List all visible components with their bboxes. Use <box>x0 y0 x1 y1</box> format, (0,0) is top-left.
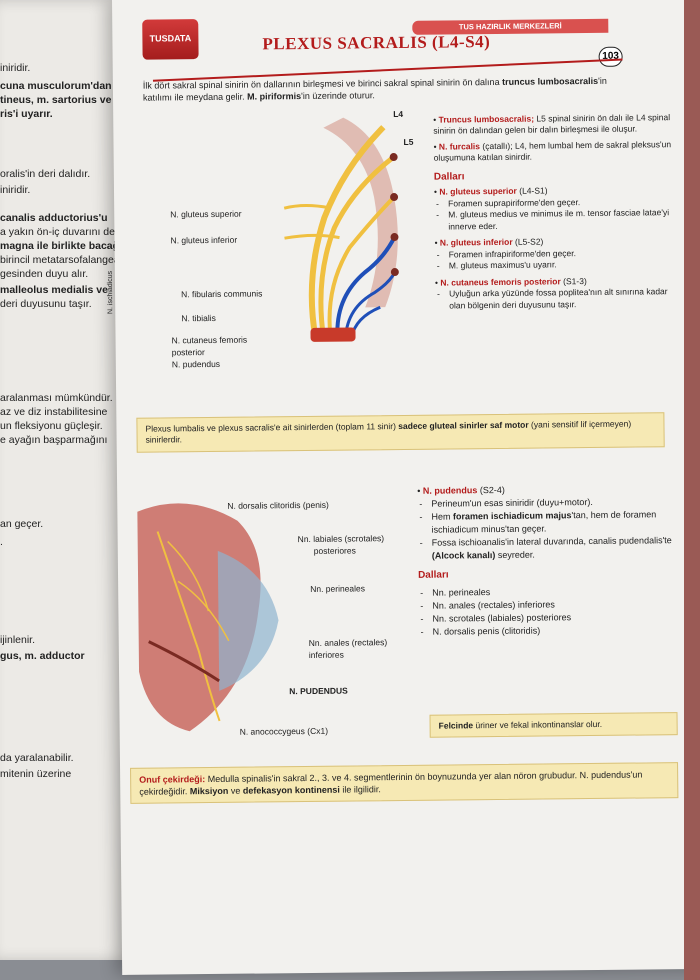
left-page-fragment: iniridir. <box>0 62 31 74</box>
left-page-fragment: deri duyusunu taşır. <box>0 298 92 310</box>
left-page-fragment: az ve diz instabilitesine <box>0 406 108 418</box>
page-title: PLEXUS SACRALIS (L4-S4) <box>262 32 491 54</box>
figure2-label: Nn. perineales <box>310 583 366 594</box>
publisher-logo: TUSDATA <box>142 19 199 60</box>
intro-paragraph: İlk dört sakral spinal sinirin ön dallar… <box>142 75 607 103</box>
figure2-label: posteriores <box>313 545 356 556</box>
branch-range: (L4-S1) <box>519 185 548 197</box>
branch-entry: • N. gluteus superior (L4-S1)Foramen sup… <box>434 185 674 233</box>
left-page-fragment: aralanması mümkündür. <box>0 392 113 404</box>
figure2-label: N. PUDENDUS <box>289 685 348 697</box>
branches-list: • N. gluteus superior (L4-S1)Foramen sup… <box>434 185 675 312</box>
branch-name: N. cutaneus femoris posterior <box>440 275 561 288</box>
figure1-label: posterior <box>171 347 205 358</box>
left-page-fragment: oralis'in deri dalıdır. <box>0 168 91 180</box>
left-page-fragment: tineus, m. sartorius ve <box>0 94 112 106</box>
plexus-illustration-svg <box>283 117 399 342</box>
book-edge <box>684 0 700 980</box>
branch-detail: M. gluteus medius ve minimus ile m. tens… <box>434 207 674 232</box>
figure1-label: N. pudendus <box>171 358 221 370</box>
left-page-fragment: magna ile birlikte bacağın <box>0 240 129 252</box>
branch-range: (L5-S2) <box>514 236 544 248</box>
pudendal-nerve-illustration <box>127 490 330 742</box>
note-truncus: • Truncus lumbosacralis; L5 spinal sinir… <box>433 112 671 137</box>
branch-name: N. gluteus superior <box>439 186 517 197</box>
left-page-fragment: birincil metatarsofalangeal <box>0 254 122 266</box>
branch-detail: M. gluteus maximus'u uyarır. <box>435 258 675 272</box>
branch-name: N. gluteus inferior <box>439 237 513 248</box>
left-page-fragment: mitenin üzerine <box>0 768 72 780</box>
left-page-fragment: malleolus medialis ve <box>0 284 108 296</box>
label-l5: L5 <box>403 136 414 147</box>
figure2-label: N. dorsalis clitoridis (penis) <box>227 499 329 511</box>
left-page-fragment: . <box>0 536 3 548</box>
pudendus-notes-column: • N. pudendus (S2-4) Perineum'un esas si… <box>417 482 679 639</box>
branch-detail: Uyluğun arka yüzünde fossa poplitea'nın … <box>435 286 675 311</box>
left-page-fragment: an geçer. <box>0 518 44 530</box>
figure2-label: Nn. labiales (scrotales) <box>297 533 385 545</box>
left-page-fragment: canalis adductorius'u <box>0 212 108 224</box>
branch-range: (S1-3) <box>563 275 587 286</box>
left-page-fragment: a yakın ön-iç duvarını delip <box>0 226 126 238</box>
note-furcalis: • N. furcalis (çatallı); L4, hem lumbal … <box>433 139 672 164</box>
branch-entry: • N. cutaneus femoris posterior (S1-3)Uy… <box>435 275 675 312</box>
right-page: TUSDATA TUS HAZIRLIK MERKEZLERİ 103 PLEX… <box>107 0 700 975</box>
branches-heading: Dalları <box>433 171 465 183</box>
figure1-label: N. gluteus superior <box>170 208 242 220</box>
pudendus-detail: Hem foramen ischiadicum majus'tan, hem d… <box>417 508 677 537</box>
figure2-label: Nn. anales (rectales) <box>308 637 388 648</box>
plexus-notes-column: • Truncus lumbosacralis; L5 spinal sinir… <box>433 112 675 317</box>
left-page-fragment: un fleksiyonu güçleşir. <box>0 420 103 432</box>
left-page-fragment: ris'i uyarır. <box>0 108 53 120</box>
figure1-label: N. cutaneus femoris <box>171 334 248 346</box>
pudendus-branch: N. dorsalis penis (clitoridis) <box>419 623 679 639</box>
left-page-fragment: e ayağın başparmağını <box>0 434 108 446</box>
left-page-fragment: gus, m. adductor <box>0 650 85 662</box>
figure2-label: N. anococcygeus (Cx1) <box>239 725 329 737</box>
branch-entry: • N. gluteus inferior (L5-S2)Foramen inf… <box>435 235 675 272</box>
pudendus-detail: Fossa ischioanalis'in lateral duvarında,… <box>418 534 678 563</box>
pudendus-items: Perineum'un esas siniridir (duyu+motor).… <box>417 495 678 563</box>
left-page-fragment: cuna musculorum'dan geçer, <box>0 80 133 92</box>
motor-note-box: Plexus lumbalis ve plexus sacralis'e ait… <box>136 412 665 453</box>
figure1-label: N. tibialis <box>181 312 216 324</box>
left-page: iniridir. cuna musculorum'dan geçer, tineu… <box>0 0 133 960</box>
label-ischiadicus: N. ischiadicus <box>106 270 115 315</box>
left-page-fragment: iniridir. <box>0 184 31 196</box>
figure1-label: N. fibularis communis <box>181 288 263 300</box>
left-page-fragment: ijinlenir. <box>0 634 36 646</box>
paralysis-note-box: Felcinde üriner ve fekal inkontinanslar … <box>429 712 678 739</box>
left-page-fragment: da yaralanabilir. <box>0 752 74 764</box>
label-l4: L4 <box>393 108 404 120</box>
figure1-label: N. gluteus inferior <box>170 234 238 246</box>
figure2-label: inferiores <box>308 649 344 660</box>
perineum-illustration-svg <box>137 503 279 732</box>
left-page-fragment: gesinden duyu alır. <box>0 268 89 280</box>
plexus-sacralis-illustration: L4 L5 <box>253 107 426 349</box>
page-number: 103 <box>598 46 623 67</box>
onuf-note-box: Onuf çekirdeği: Medulla spinalis'in sakr… <box>130 762 679 805</box>
pudendus-branches-heading: Dalları <box>417 569 449 582</box>
